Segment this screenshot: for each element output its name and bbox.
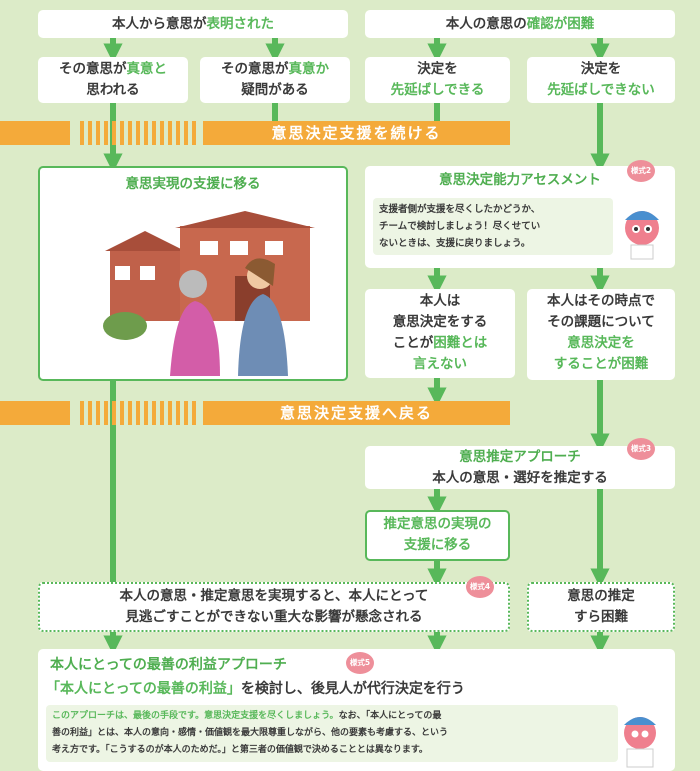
capA-l2: 意思決定をする	[392, 314, 488, 330]
postpone-l1: 決定を	[417, 61, 458, 77]
estRealize-l2: 支援に移る	[403, 537, 472, 553]
realize-title: 意思実現の支援に移る	[125, 176, 261, 192]
band1-dashes	[80, 121, 200, 145]
capB-l1: 本人はその時点で	[547, 293, 655, 309]
capB-l4: することが困難	[553, 356, 649, 372]
best-subtitle: 「本人にとっての最善の利益」を検討し、後見人が代行決定を行う	[46, 679, 465, 700]
postpone-l2: 先延ばしできる	[390, 82, 485, 98]
confirm-difficult-box: 本人の意思の確認が困難	[365, 10, 675, 38]
mascot-doctor-icon	[624, 717, 656, 768]
confirm-accent: 確認が困難	[526, 16, 595, 32]
estRealize-l1: 推定意思の実現の	[383, 516, 492, 532]
best-note1-accent: このアプローチは、最後の手段です。意思決定支援を尽くしましょう。	[52, 711, 339, 721]
estimate-title: 意思推定アプローチ	[459, 449, 581, 465]
best-note1-rest: なお、「本人にとっての最	[338, 711, 442, 721]
capA-l4: 言えない	[413, 356, 467, 372]
serious-impact-box: 本人の意思・推定意思を実現すると、本人にとって 見逃ごすことができない重大な影響…	[38, 582, 510, 632]
best-note: このアプローチは、最後の手段です。意思決定支援を尽くしましょう。なお、「本人にと…	[46, 705, 618, 762]
capB-l2: その課題について	[547, 314, 655, 330]
best-interest-box: 本人にとっての最善の利益アプローチ 「本人にとっての最善の利益」を検討し、後見人…	[38, 649, 675, 771]
best-sub-rest: を検討し、後見人が代行決定を行う	[240, 681, 465, 697]
nopostpone-l2: 先延ばしできない	[547, 82, 655, 98]
estimate-approach-box: 意思推定アプローチ 本人の意思・選好を推定する	[365, 446, 675, 489]
confirm-prefix: 本人の意思の	[445, 16, 527, 32]
can-postpone-box: 決定を 先延ばしできる	[365, 57, 510, 103]
form4-badge: 様式4	[466, 576, 494, 598]
band2-left-stub	[0, 401, 70, 425]
best-note2: 善の利益」とは、本人の意向・感情・価値観を最大限尊重しながら、他の要素も考慮する…	[52, 728, 449, 738]
band2-dashes	[80, 401, 200, 425]
hard-l2: すら困難	[574, 609, 628, 625]
form3-badge: 様式3	[627, 438, 655, 460]
expressed-will-box: 本人から意思が表明された	[38, 10, 348, 38]
nopostpone-l1: 決定を	[580, 61, 622, 77]
best-title: 本人にとっての最善の利益アプローチ	[50, 657, 287, 673]
true-will-l2: 思われる	[86, 82, 140, 98]
capA-l1: 本人は	[419, 293, 461, 309]
assessment-note-l2: チームで検討しましょう！尽くせてい	[379, 221, 541, 232]
true-will-box: その意思が真意と 思われる	[38, 57, 188, 103]
estimate-sub: 本人の意思・選好を推定する	[432, 470, 608, 486]
doubt-l2: 疑問がある	[241, 82, 309, 98]
assessment-note-l1: 支援者側が支援を尽くしたかどうか、	[379, 204, 541, 215]
band1-left-stub	[0, 121, 70, 145]
assessment-title: 意思決定能力アセスメント	[439, 172, 601, 188]
not-difficult-box: 本人は 意思決定をする ことが困難とは 言えない	[365, 289, 515, 378]
estimate-impossible-box: 意思の推定 すら困難	[527, 582, 675, 632]
form5-badge: 様式5	[346, 652, 374, 674]
assessment-note-l3: ないときは、支援に戻りましょう。	[379, 238, 531, 249]
expressed-accent: 表明された	[206, 16, 275, 32]
continue-support-band: 意思決定支援を続ける	[203, 121, 510, 145]
best-sub-accent: 「本人にとっての最善の利益」	[46, 681, 241, 697]
true-will-l1a: その意思が	[59, 61, 127, 77]
doubtful-will-box: その意思が真意か 疑問がある	[200, 57, 350, 103]
return-support-band: 意思決定支援へ戻る	[203, 401, 510, 425]
doubt-l1a: その意思が	[221, 61, 289, 77]
form2-badge: 様式2	[627, 160, 655, 182]
mascot-icon	[625, 211, 659, 260]
best-note3: 考え方です。「こうするのが本人のためだ。」と第三者の価値観で決めることとは異なり…	[52, 745, 428, 755]
capA-l3a: ことが	[392, 335, 434, 351]
expressed-prefix: 本人から意思が	[112, 16, 207, 32]
capB-l3: 意思決定を	[567, 335, 635, 351]
impact-l1: 本人の意思・推定意思を実現すると、本人にとって	[119, 588, 429, 604]
hard-l1: 意思の推定	[567, 588, 635, 604]
house-family-illustration	[103, 211, 315, 376]
difficult-box: 本人はその時点で その課題について 意思決定を することが困難	[527, 289, 675, 380]
capA-l3b: 困難とは	[433, 335, 488, 351]
doubt-l1b: 真意か	[288, 61, 330, 77]
estimated-will-realize-box: 推定意思の実現の 支援に移る	[365, 510, 510, 561]
realize-support-box: 意思実現の支援に移る	[38, 166, 348, 381]
assessment-note: 支援者側が支援を尽くしたかどうか、 チームで検討しましょう！尽くせてい ないとき…	[373, 198, 613, 255]
true-will-l1b: 真意と	[126, 61, 168, 77]
impact-l2: 見逃ごすことができない重大な影響が懸念される	[125, 609, 423, 625]
cannot-postpone-box: 決定を 先延ばしできない	[527, 57, 675, 103]
capacity-assessment-box: 意思決定能力アセスメント 支援者側が支援を尽くしたかどうか、 チームで検討しまし…	[365, 166, 675, 268]
